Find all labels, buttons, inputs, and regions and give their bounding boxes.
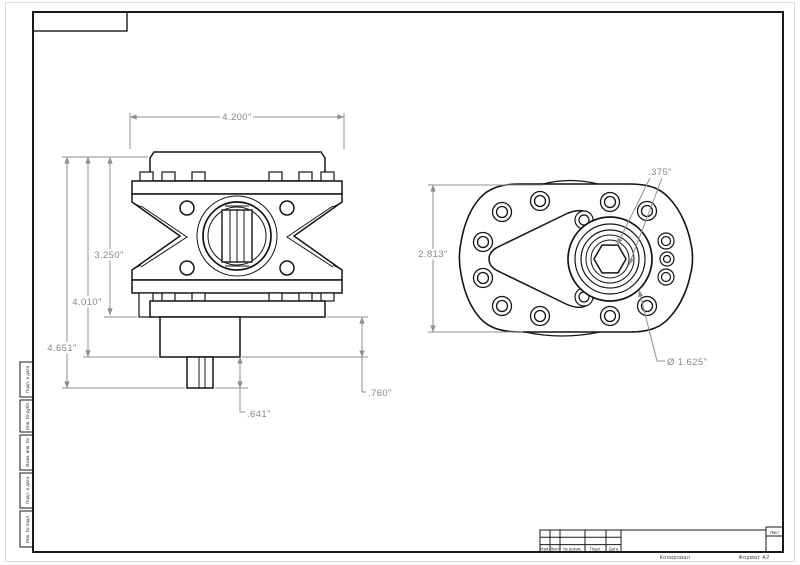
margin-strip <box>19 361 34 548</box>
paper-edge <box>5 2 795 562</box>
dim-shaft-length: .641" <box>247 409 271 420</box>
title-block-labels: Изм. Лист № докум. Подп. Дата Лист Копир… <box>541 530 780 561</box>
side-view-dim-texts: 4.200" 3.250" 4.010" 4.651" .641" .760" <box>45 110 394 423</box>
bolt <box>472 267 494 289</box>
center-hub <box>567 216 653 302</box>
dim-body-height: 3.250" <box>94 250 124 261</box>
strip-label: Взам. инв. № <box>25 438 30 467</box>
top-left-stamp-box <box>32 11 128 32</box>
strip-label: Подп. и дата <box>25 477 30 505</box>
front-bolts <box>472 190 658 327</box>
dim-hub-diameter: Ø 1.625" <box>667 357 707 368</box>
lower-flange <box>131 279 343 294</box>
upper-flange <box>131 180 343 195</box>
gear-port <box>196 195 278 277</box>
title-block <box>539 526 784 553</box>
front-view <box>458 179 694 337</box>
bolt <box>529 305 551 327</box>
col-list: Лист <box>550 547 559 552</box>
side-view-dimensions <box>62 113 368 413</box>
side-port-fittings <box>657 232 675 286</box>
bolt <box>472 231 494 253</box>
bottom-plate <box>149 300 326 318</box>
col-doc: № докум. <box>563 547 581 552</box>
leader-hub-diameter <box>638 289 665 362</box>
bottom-bulge <box>524 331 601 337</box>
dim-front-height: 2.813" <box>418 249 448 260</box>
dim-port-size: .375" <box>648 167 672 178</box>
strip-label: Инв. № подл. <box>25 515 30 544</box>
strip-cell <box>19 434 34 471</box>
left-notch-inner <box>140 205 188 268</box>
col-izm: Изм. <box>541 547 550 552</box>
adapter-block <box>159 316 241 358</box>
margin-strip-labels: Подп. и дата Инв. № дубл. Взам. инв. № П… <box>25 366 30 544</box>
dim-adapter-depth: .760" <box>368 388 392 399</box>
bolt <box>636 295 658 317</box>
title-box <box>620 529 767 553</box>
strip-cell <box>19 472 34 509</box>
bolt <box>491 201 513 223</box>
side-bolt-holes <box>179 200 295 276</box>
copy-label: Копировал <box>660 555 691 561</box>
col-data: Дата <box>609 547 619 552</box>
dim-adapter-height: 4.010" <box>72 297 102 308</box>
top-bolt-tabs <box>139 171 335 182</box>
sheet-label: Лист <box>770 530 779 535</box>
front-view-dimensions <box>428 177 665 362</box>
strip-label: Подп. и дата <box>25 366 30 394</box>
format-label: Формат А2 <box>739 555 770 561</box>
strip-label: Инв. № дубл. <box>25 402 30 430</box>
strip-cell <box>19 399 34 433</box>
body-detail-lines <box>132 202 342 388</box>
right-notch-inner <box>286 205 334 268</box>
strip-cell <box>19 361 34 398</box>
sheet-frame <box>5 2 795 562</box>
bolt <box>491 295 513 317</box>
leader-port-size-2 <box>628 177 663 266</box>
bolt <box>529 190 551 212</box>
bolt <box>599 191 621 213</box>
leader-port-size-1 <box>616 177 651 246</box>
front-view-dim-texts: 2.813" .375" Ø 1.625" <box>416 165 710 371</box>
bolt <box>599 305 621 327</box>
dim-overall-width: 4.200" <box>222 112 252 123</box>
col-podp: Подп. <box>590 547 601 552</box>
top-bulge <box>542 179 599 185</box>
dim-overall-height: 4.651" <box>47 343 77 354</box>
side-view <box>131 151 343 389</box>
sheet-number-cell <box>765 535 784 553</box>
strip-cell <box>19 510 34 548</box>
border-frame <box>32 11 784 553</box>
shaft <box>186 356 214 389</box>
